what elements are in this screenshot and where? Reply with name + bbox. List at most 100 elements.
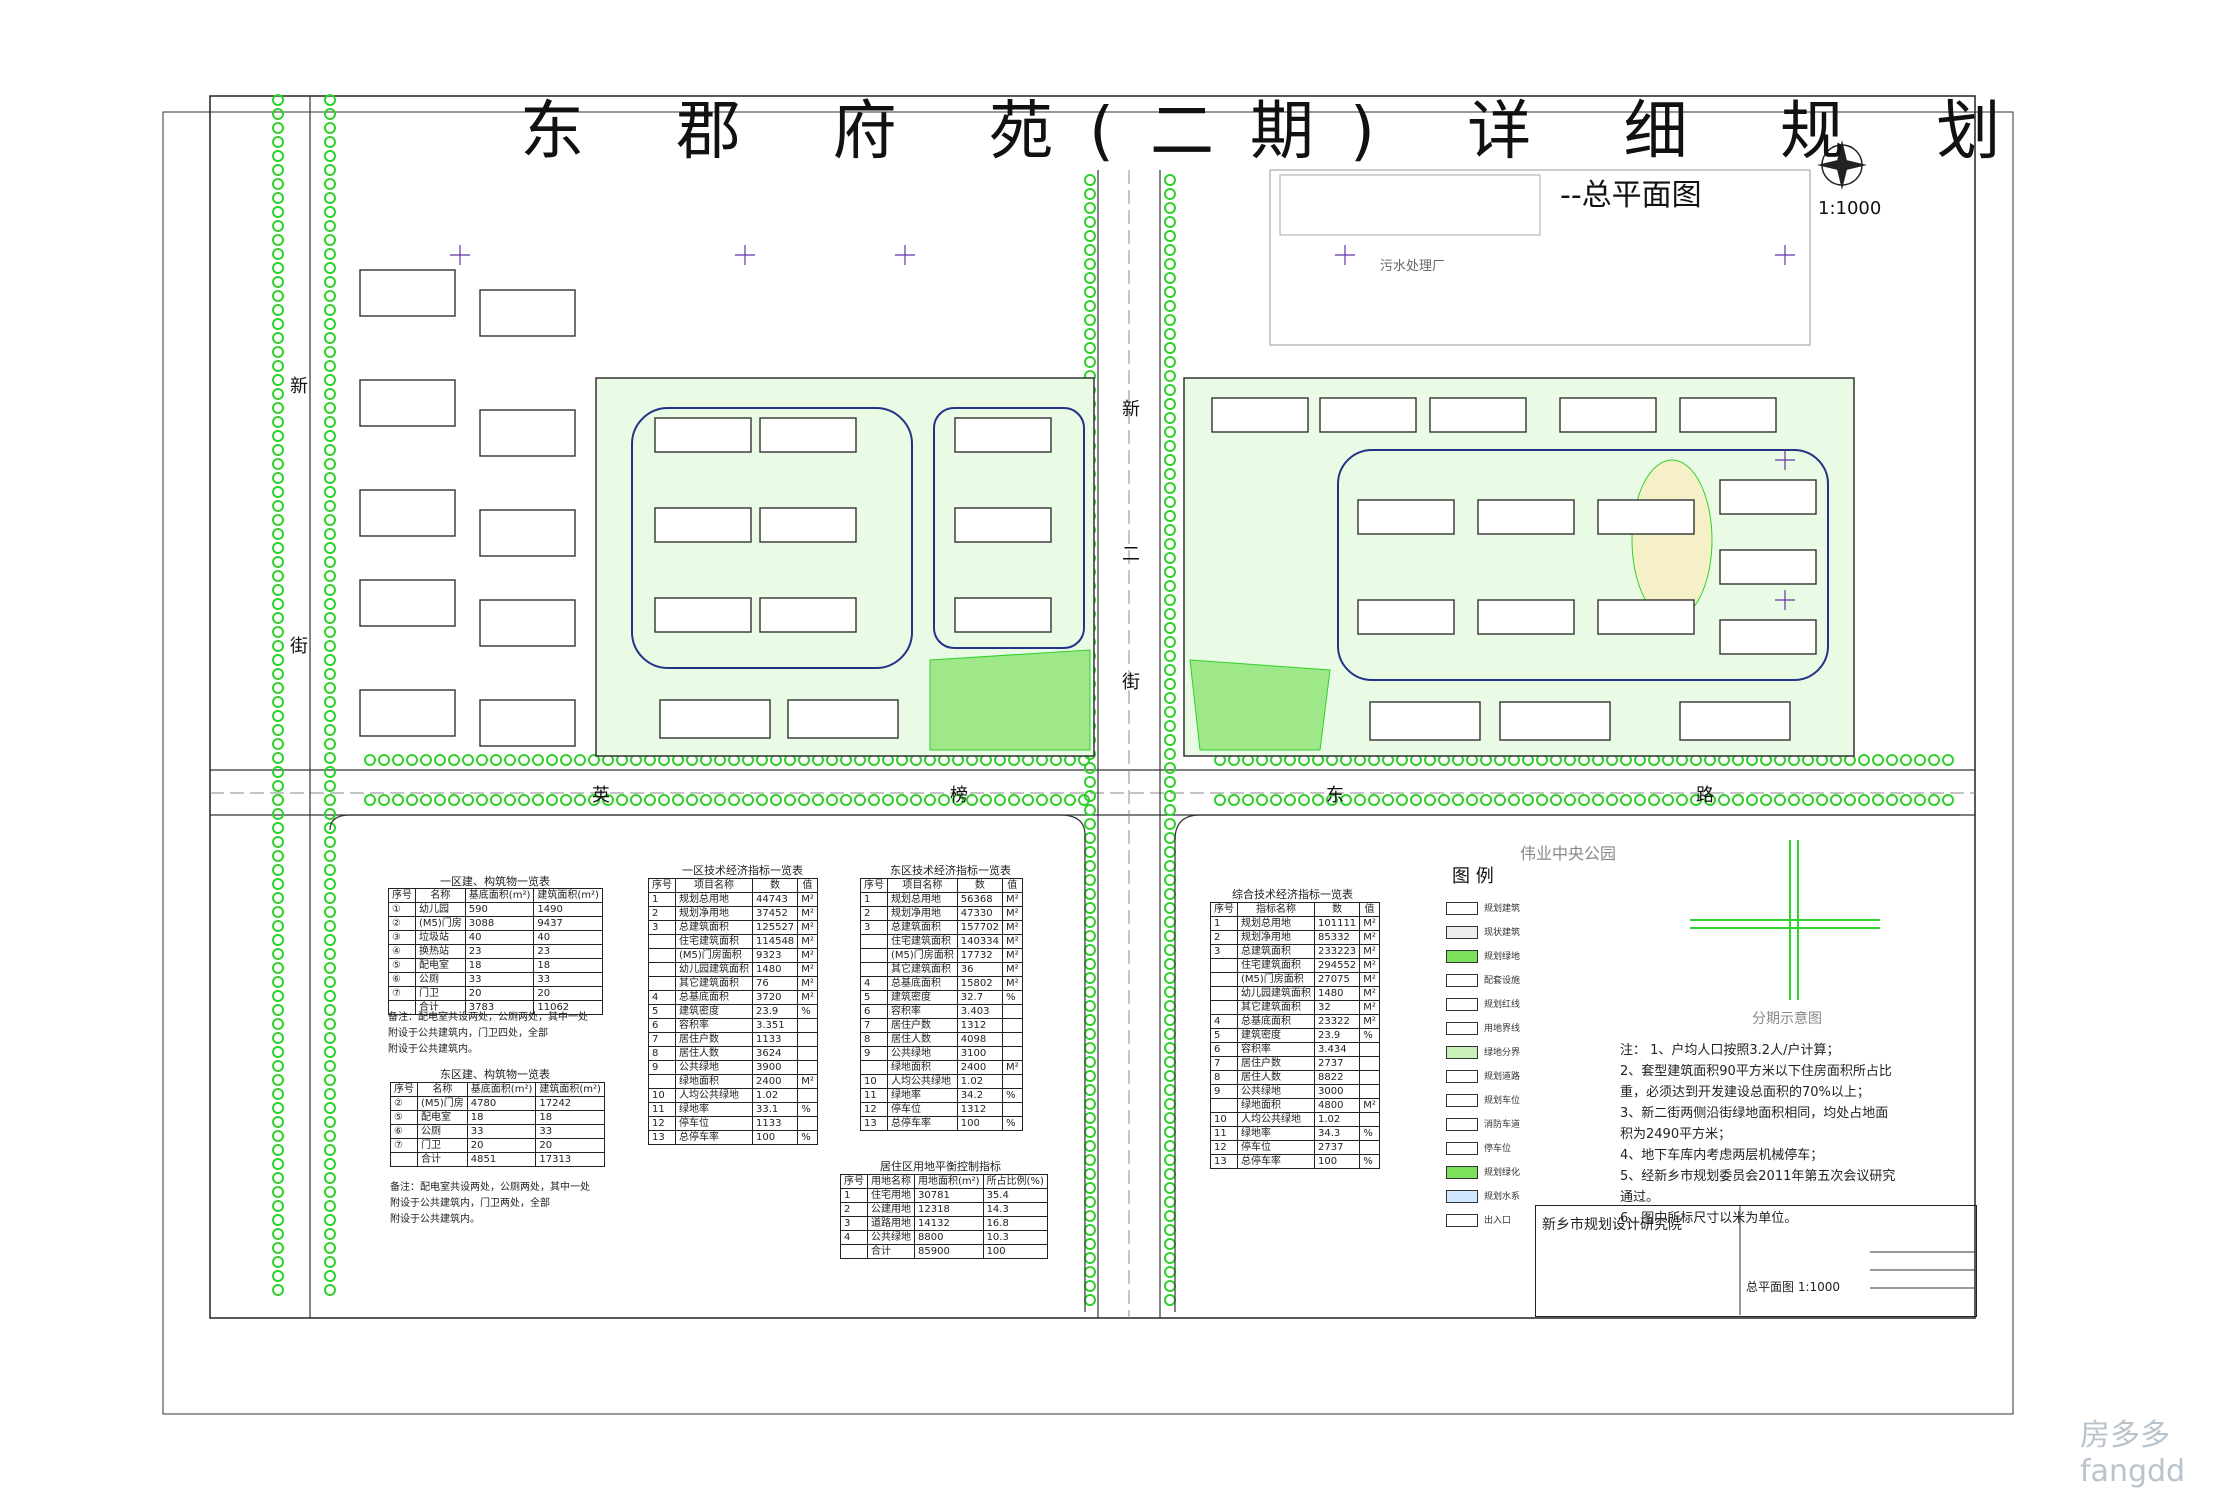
- street-tree-icon: [272, 1130, 284, 1142]
- street-tree-icon: [1900, 794, 1912, 806]
- table-cell: 10: [648, 1088, 676, 1103]
- table-cell: M²: [1359, 930, 1380, 945]
- table-cell: 1480: [1313, 986, 1361, 1001]
- street-tree-icon: [1480, 794, 1492, 806]
- table-cell: 公厕: [415, 972, 466, 987]
- table-cell: 停车位: [887, 1102, 958, 1117]
- street-tree-icon: [1508, 794, 1520, 806]
- legend-label: 现状建筑: [1484, 928, 1521, 938]
- street-tree-icon: [1164, 706, 1176, 718]
- residential-building: [1719, 479, 1817, 515]
- table-header-cell: 序号: [648, 878, 676, 893]
- street-tree-icon: [1164, 1280, 1176, 1292]
- legend-swatch: [1446, 1046, 1478, 1059]
- street-tree-icon: [272, 360, 284, 372]
- road-curb: [329, 814, 1086, 1312]
- table-cell: M²: [797, 920, 818, 935]
- street-tree-icon: [1164, 608, 1176, 620]
- table-cell: ⑦: [390, 1138, 418, 1153]
- street-tree-icon: [1164, 1126, 1176, 1138]
- street-tree-icon: [272, 388, 284, 400]
- legend-swatch: [1446, 1166, 1478, 1179]
- street-tree-icon: [1382, 794, 1394, 806]
- street-tree-icon: [272, 430, 284, 442]
- table-cell: 34.2: [956, 1088, 1003, 1103]
- table-cell: M²: [797, 1074, 818, 1089]
- street-tree-icon: [1830, 794, 1842, 806]
- table-cell: M²: [797, 934, 818, 949]
- street-tree-icon: [392, 754, 404, 766]
- street-tree-icon: [324, 962, 336, 974]
- table-cell: 总基底面积: [675, 990, 753, 1005]
- table-cell: 总停车率: [1237, 1154, 1315, 1169]
- street-tree-icon: [272, 612, 284, 624]
- street-tree-icon: [272, 976, 284, 988]
- street-tree-icon: [272, 1228, 284, 1240]
- table-cell: 10: [1210, 1112, 1238, 1127]
- table-cell: 3: [1210, 944, 1238, 959]
- street-tree-icon: [1084, 776, 1096, 788]
- street-tree-icon: [1228, 794, 1240, 806]
- table-cell: M²: [1001, 920, 1023, 935]
- street-tree-icon: [324, 766, 336, 778]
- table-cell: 100: [956, 1116, 1003, 1131]
- design-note-line: 3、新二街两侧沿街绿地面积相同，均处占地面: [1620, 1106, 1889, 1121]
- street-tree-icon: [1466, 794, 1478, 806]
- note-line: 备注：配电室共设两处，公厕两处，其中一处: [388, 1012, 588, 1023]
- table-header-cell: 序号: [1210, 902, 1238, 917]
- road-label-south-3: 东: [1326, 785, 1344, 806]
- table-cell: (M5)门房面积: [887, 948, 958, 963]
- table-cell: 44743: [751, 892, 799, 907]
- table-cell: 33: [466, 1124, 537, 1139]
- street-tree-icon: [324, 892, 336, 904]
- street-tree-icon: [1164, 692, 1176, 704]
- street-tree-icon: [462, 754, 474, 766]
- street-tree-icon: [272, 738, 284, 750]
- table-cell: 1.02: [1313, 1112, 1361, 1127]
- table-cell: [390, 1152, 418, 1167]
- table-cell: 85332: [1313, 930, 1361, 945]
- street-tree-icon: [272, 584, 284, 596]
- street-tree-icon: [1164, 258, 1176, 270]
- table-cell: 2400: [751, 1074, 799, 1089]
- table-cell: [648, 976, 676, 991]
- street-tree-icon: [616, 794, 628, 806]
- street-tree-icon: [1214, 794, 1226, 806]
- street-tree-icon: [1164, 300, 1176, 312]
- street-tree-icon: [1164, 370, 1176, 382]
- street-tree-icon: [324, 752, 336, 764]
- table-cell: 56368: [956, 892, 1003, 907]
- street-tree-icon: [272, 514, 284, 526]
- residential-building: [1477, 599, 1575, 635]
- street-tree-icon: [272, 262, 284, 274]
- street-tree-icon: [1164, 566, 1176, 578]
- street-tree-icon: [324, 206, 336, 218]
- table-cell: 3.434: [1313, 1042, 1361, 1057]
- table-cell: 1.02: [956, 1074, 1003, 1089]
- street-tree-icon: [272, 416, 284, 428]
- street-tree-icon: [324, 304, 336, 316]
- table-cell: 换热站: [415, 944, 466, 959]
- table-cell: M²: [797, 892, 818, 907]
- street-tree-icon: [1050, 794, 1062, 806]
- street-tree-icon: [1164, 860, 1176, 872]
- street-tree-icon: [324, 906, 336, 918]
- street-tree-icon: [1084, 944, 1096, 956]
- table-cell: [860, 948, 888, 963]
- street-tree-icon: [272, 1200, 284, 1212]
- street-tree-icon: [272, 850, 284, 862]
- table-header-cell: 值: [797, 878, 818, 893]
- table-header-row: 序号项目名称数值: [648, 878, 818, 893]
- table-cell: ③: [388, 930, 416, 945]
- residential-building: [1357, 599, 1455, 635]
- table-cell: %: [797, 1130, 818, 1145]
